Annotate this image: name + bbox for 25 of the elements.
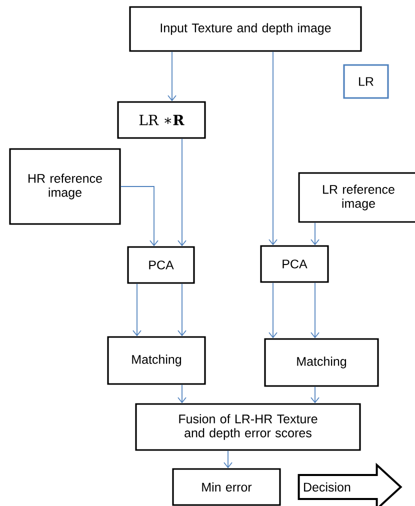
process-box: Matching xyxy=(264,338,379,387)
arrow xyxy=(310,222,320,246)
arrow xyxy=(224,450,232,468)
arrow xyxy=(120,186,158,246)
arrow xyxy=(132,283,142,336)
process-box: LR ∗R xyxy=(117,101,206,139)
process-box: PCA xyxy=(260,245,329,283)
process-box: Fusion of LR-HR Texture and depth error scores xyxy=(135,403,361,451)
arrow xyxy=(268,282,278,338)
process-box: PCA xyxy=(127,246,195,284)
arrow xyxy=(310,282,320,338)
block-arrow xyxy=(298,462,402,506)
process-box: HR reference image xyxy=(9,148,121,225)
arrow xyxy=(178,138,186,246)
process-box: LR reference image xyxy=(298,172,415,223)
edge-label: Decision xyxy=(302,481,352,493)
arrow xyxy=(168,51,176,102)
arrow xyxy=(268,51,278,246)
arrow xyxy=(310,386,320,404)
process-box: Min error xyxy=(172,468,281,506)
process-box: Input Texture and depth image xyxy=(129,6,362,52)
arrow xyxy=(178,283,186,336)
process-box: Matching xyxy=(107,336,206,385)
arrow xyxy=(178,384,186,404)
label-box: LR xyxy=(343,64,389,99)
